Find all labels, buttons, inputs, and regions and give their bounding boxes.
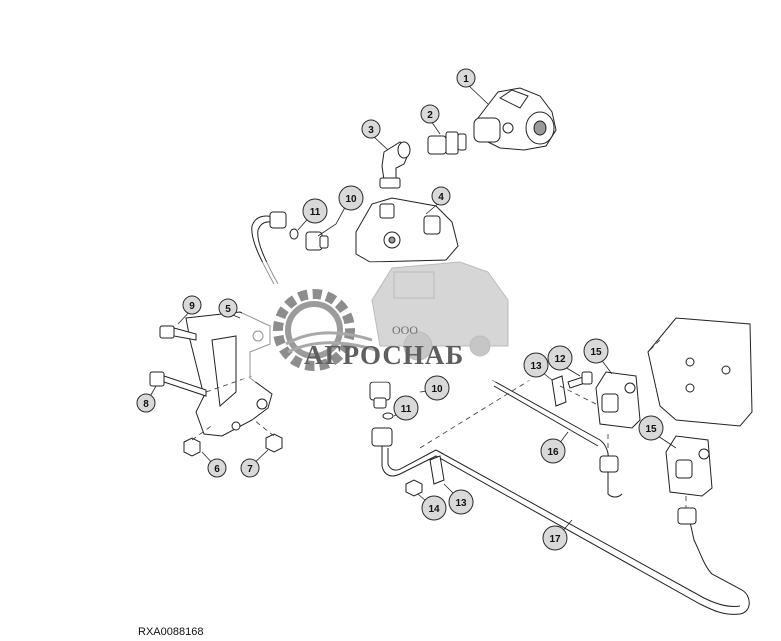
callout-11-lower: 11 bbox=[393, 395, 419, 421]
svg-text:13: 13 bbox=[455, 498, 467, 509]
part-8-bolt bbox=[149, 371, 207, 397]
part-7-nut bbox=[265, 433, 283, 453]
callout-10-upper: 10 bbox=[338, 185, 364, 211]
callout-12: 12 bbox=[547, 345, 573, 371]
svg-text:1: 1 bbox=[463, 74, 469, 85]
drawing-reference-code: RXA0088168 bbox=[138, 626, 204, 638]
part-14-nut bbox=[405, 479, 423, 497]
svg-text:6: 6 bbox=[214, 464, 220, 475]
svg-text:10: 10 bbox=[345, 194, 357, 205]
callout-14: 14 bbox=[421, 495, 447, 521]
part-11-oring-upper bbox=[289, 228, 299, 240]
part-12-bolt bbox=[567, 371, 593, 389]
part-10-fitting-lower bbox=[369, 381, 391, 409]
svg-text:14: 14 bbox=[428, 504, 440, 515]
watermark-prefix: ООО bbox=[392, 323, 418, 337]
part-10-fitting-upper bbox=[305, 231, 329, 251]
callout-15-lower: 15 bbox=[638, 415, 664, 441]
part-3-elbow-fitting bbox=[379, 141, 411, 189]
part-15-valve-block-lower bbox=[665, 435, 713, 497]
callout-6: 6 bbox=[207, 458, 227, 478]
svg-text:5: 5 bbox=[225, 304, 231, 315]
svg-text:17: 17 bbox=[549, 534, 561, 545]
tube-nut-left bbox=[371, 427, 393, 447]
svg-text:8: 8 bbox=[143, 399, 149, 410]
svg-text:13: 13 bbox=[530, 361, 542, 372]
part-4-valve-block bbox=[355, 197, 459, 263]
callout-13-upper: 13 bbox=[523, 352, 549, 378]
svg-text:9: 9 bbox=[189, 301, 195, 312]
part-9-bolt bbox=[159, 325, 197, 341]
callout-3: 3 bbox=[361, 119, 381, 139]
part-6-nut bbox=[183, 437, 201, 457]
svg-text:15: 15 bbox=[645, 424, 657, 435]
svg-text:11: 11 bbox=[310, 207, 321, 218]
part-2-fitting bbox=[427, 131, 467, 155]
callout-10-lower: 10 bbox=[424, 375, 450, 401]
callout-2: 2 bbox=[420, 104, 440, 124]
part-13-clip-upper bbox=[551, 375, 567, 407]
watermark: ООО АГРОСНАБ bbox=[242, 261, 542, 382]
callout-9: 9 bbox=[182, 295, 202, 315]
part-1-valve-housing bbox=[473, 87, 557, 151]
svg-text:4: 4 bbox=[438, 192, 444, 203]
svg-text:3: 3 bbox=[368, 125, 374, 136]
watermark-company: АГРОСНАБ bbox=[304, 340, 464, 370]
callout-7: 7 bbox=[240, 458, 260, 478]
part-13-clip-lower bbox=[429, 455, 445, 485]
svg-text:11: 11 bbox=[401, 404, 412, 415]
callout-1: 1 bbox=[456, 68, 476, 88]
callout-4: 4 bbox=[431, 186, 451, 206]
svg-text:7: 7 bbox=[247, 464, 253, 475]
callout-13-lower: 13 bbox=[448, 489, 474, 515]
part-11-oring-lower bbox=[382, 412, 394, 420]
callout-5: 5 bbox=[218, 298, 238, 318]
gear-icon bbox=[273, 289, 377, 371]
part-16-tube bbox=[491, 379, 623, 498]
combine-harvester-icon bbox=[371, 261, 509, 361]
mounting-plate bbox=[647, 317, 753, 427]
callout-15-upper: 15 bbox=[583, 338, 609, 364]
svg-text:16: 16 bbox=[547, 447, 559, 458]
svg-text:15: 15 bbox=[590, 347, 602, 358]
svg-text:2: 2 bbox=[427, 110, 433, 121]
callout-16: 16 bbox=[540, 438, 566, 464]
svg-text:12: 12 bbox=[554, 354, 566, 365]
callout-8: 8 bbox=[136, 393, 156, 413]
svg-text:10: 10 bbox=[431, 384, 443, 395]
part-15-valve-block-upper bbox=[595, 371, 641, 429]
callout-11-upper: 11 bbox=[302, 198, 328, 224]
callout-17: 17 bbox=[542, 525, 568, 551]
part-17-tube bbox=[381, 446, 750, 615]
